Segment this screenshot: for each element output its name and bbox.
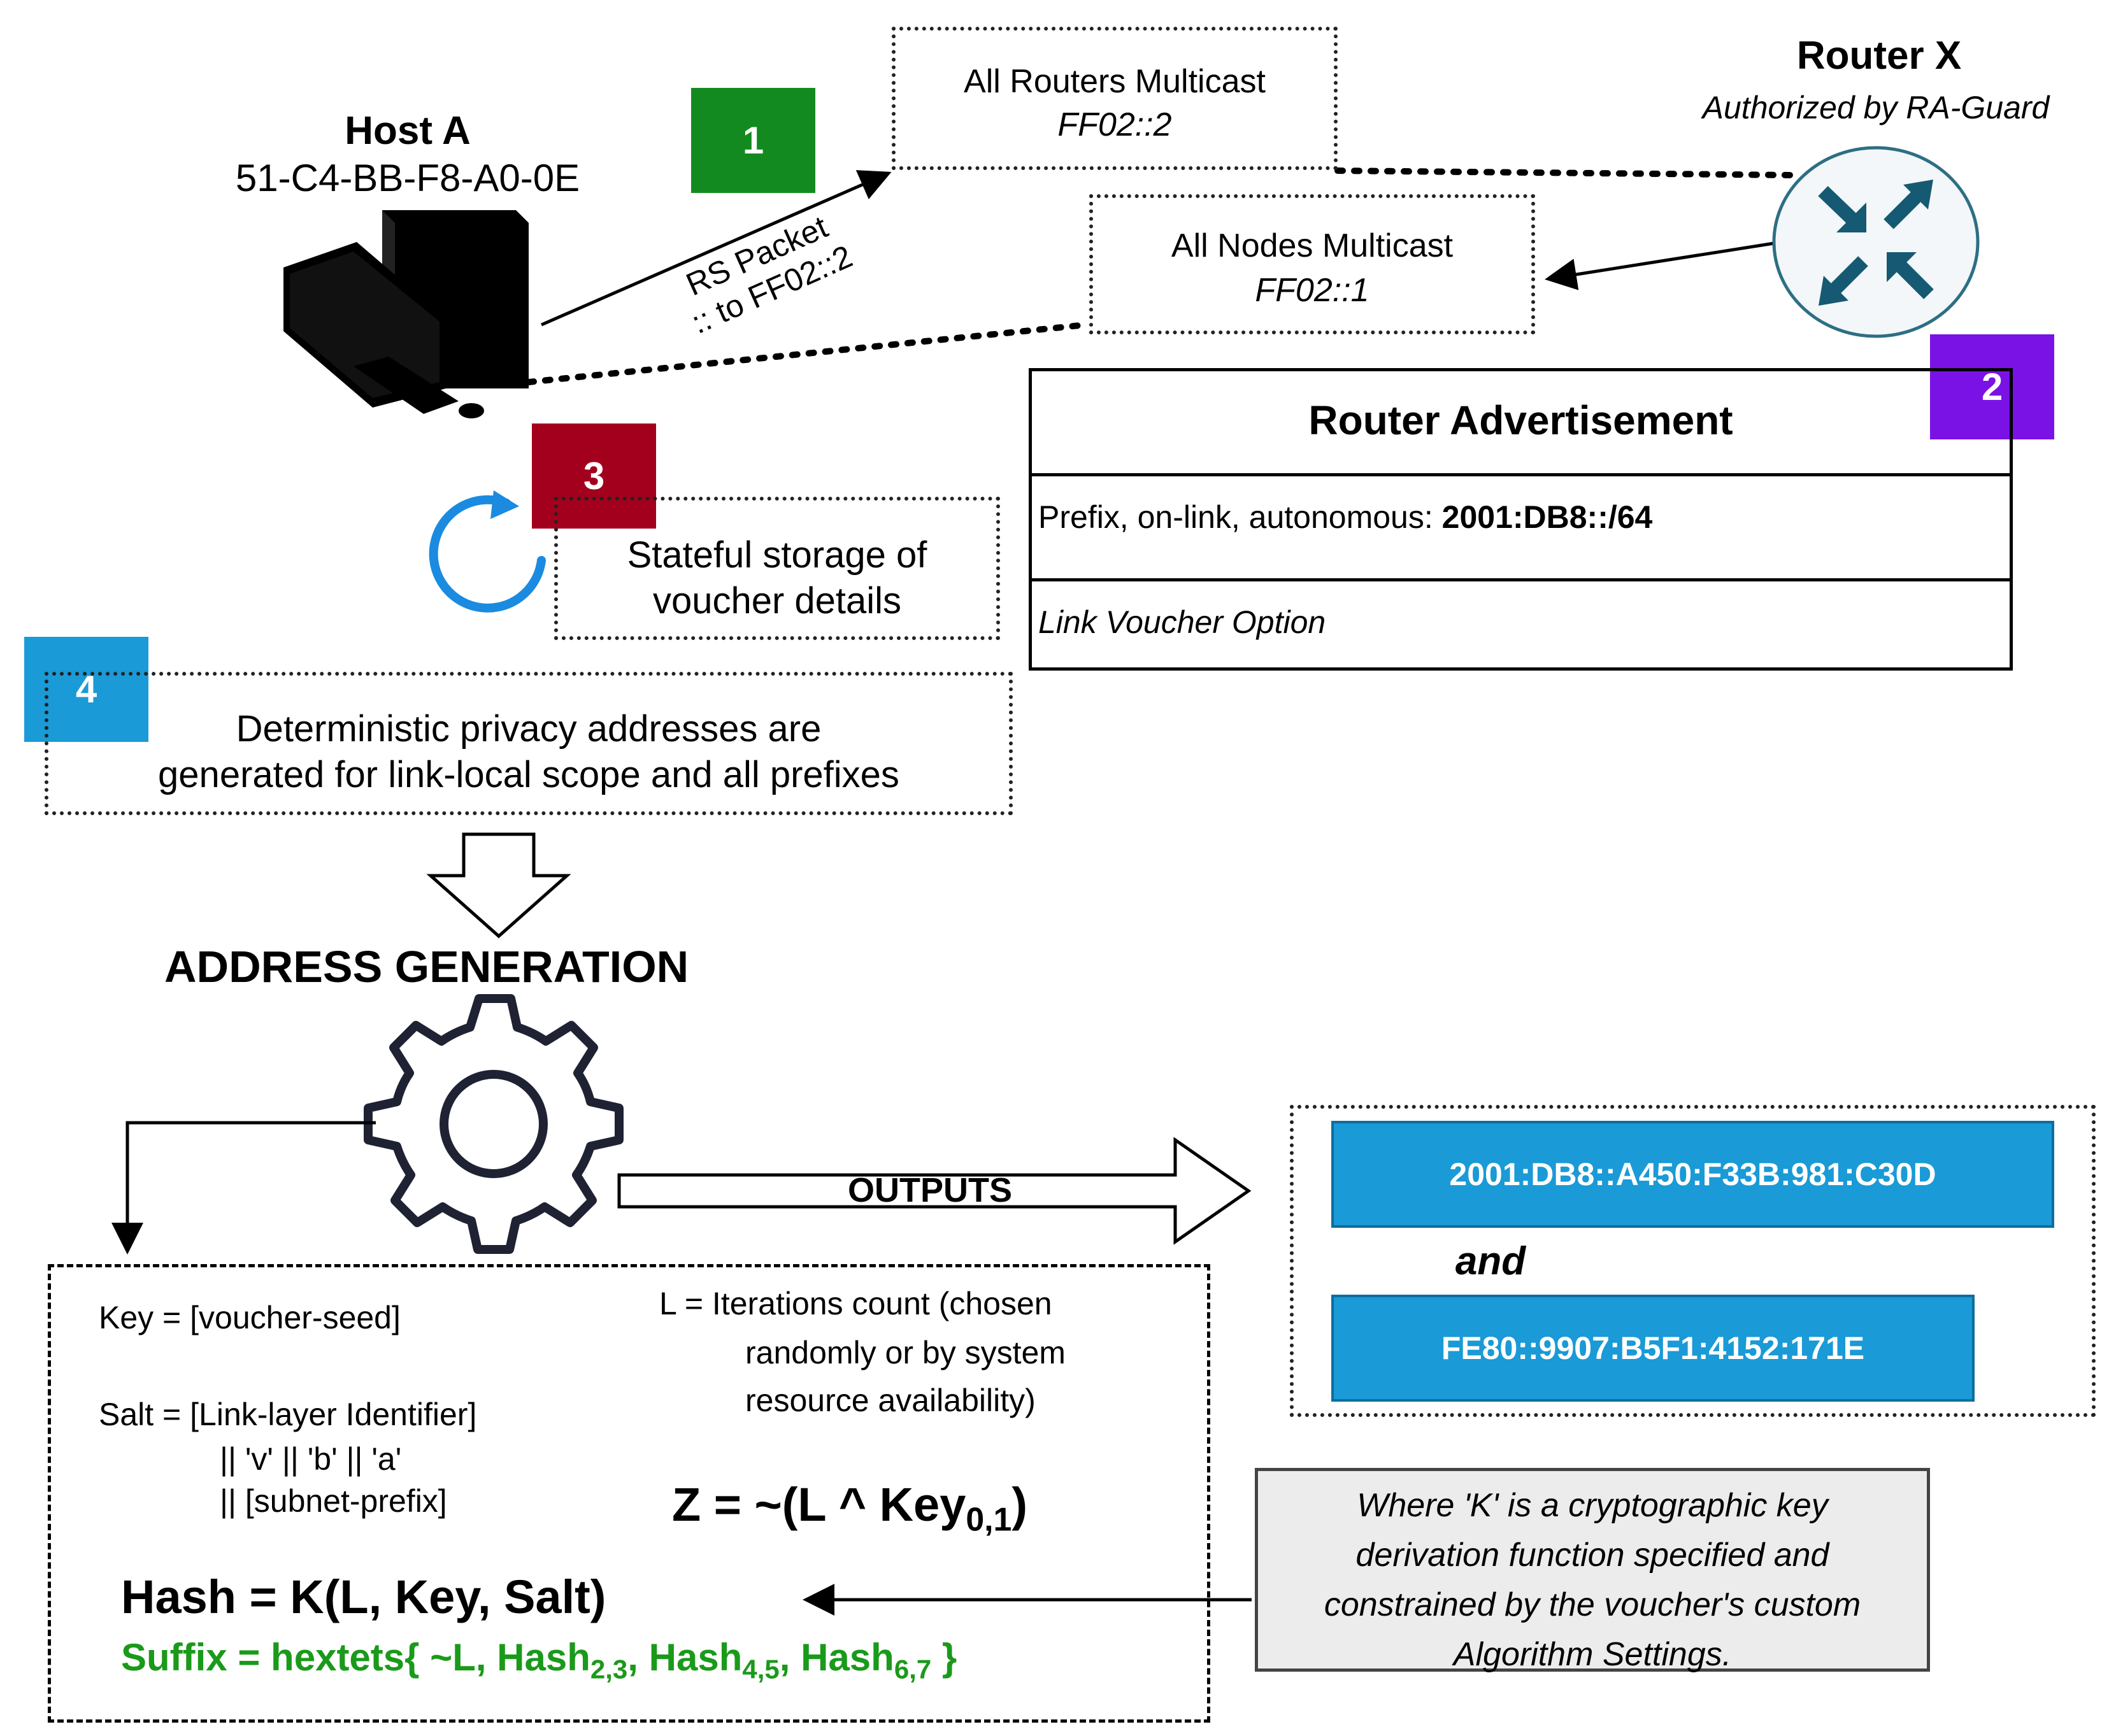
all-nodes-title: All Nodes Multicast [1171, 227, 1454, 264]
formula-l-1: L = Iterations count (chosen [659, 1286, 1052, 1321]
suffix-part-a: Suffix = hextets{ ~L, Hash [121, 1636, 590, 1679]
router-to-nodes-arrow [1545, 241, 1775, 290]
step-2-badge: 2 [1930, 334, 2054, 439]
formula-l-3: resource availability) [745, 1383, 1036, 1418]
router-title: Router X [1796, 34, 1962, 78]
formula-z: Z = ~(L ^ Key0,1) [672, 1477, 1027, 1539]
stateful-storage-box: Stateful storage of voucher details [554, 497, 1000, 640]
routers-to-router-dotted-line [1334, 167, 1796, 178]
outputs-box [1290, 1105, 2096, 1417]
formula-z-sub: 0,1 [966, 1500, 1012, 1538]
output-and: and [1455, 1239, 1526, 1283]
note-line2: derivation function specified and [1355, 1537, 1829, 1574]
rs-packet-arrow [540, 170, 892, 327]
stateful-line1: Stateful storage of [627, 534, 927, 576]
formula-key: Key = [voucher-seed] [99, 1300, 401, 1335]
gear-icon [364, 994, 624, 1254]
refresh-icon [429, 490, 546, 613]
kdf-note-box: Where 'K' is a cryptographic key derivat… [1255, 1468, 1930, 1673]
suffix-sub-3: 6,7 [894, 1654, 932, 1684]
ra-divider-1 [1032, 473, 2010, 476]
step-3-badge: 3 [532, 423, 656, 529]
step-1-badge: 1 [691, 88, 815, 193]
deterministic-line2: generated for link-local scope and all p… [158, 754, 899, 795]
gear-to-formula-arrow [111, 1121, 376, 1255]
suffix-part-b: , Hash [627, 1636, 743, 1679]
suffix-part-d: } [931, 1636, 957, 1679]
formula-l-2: randomly or by system [745, 1335, 1066, 1370]
ra-prefix-value: 2001:DB8::/64 [1441, 499, 1653, 535]
suffix-part-c: , Hash [779, 1636, 894, 1679]
deterministic-box: Deterministic privacy addresses are gene… [45, 672, 1013, 815]
all-nodes-multicast-box: All Nodes Multicast FF02::1 [1089, 194, 1535, 334]
formula-z-main: Z = ~(L ^ Key [672, 1478, 966, 1531]
formula-z-close: ) [1012, 1478, 1028, 1531]
formula-suffix: Suffix = hextets{ ~L, Hash2,3, Hash4,5, … [121, 1635, 957, 1685]
formula-salt-3: || [subnet-prefix] [220, 1483, 447, 1519]
outputs-arrow [617, 1137, 1252, 1245]
host-mac: 51-C4-BB-F8-A0-0E [235, 157, 580, 199]
formula-hash: Hash = K(L, Key, Salt) [121, 1570, 606, 1623]
down-arrow [426, 832, 571, 939]
ra-title: Router Advertisement [1308, 397, 1733, 443]
computer-icon [283, 210, 529, 418]
output-address-link-local: FE80::9907:B5F1:4152:171E [1331, 1295, 1975, 1402]
formula-salt-1: Salt = [Link-layer Identifier] [99, 1397, 477, 1432]
router-icon [1772, 146, 1980, 338]
all-routers-multicast-box: All Routers Multicast FF02::2 [892, 27, 1338, 170]
suffix-sub-2: 4,5 [742, 1654, 780, 1684]
deterministic-text: Deterministic privacy addresses are gene… [48, 706, 1009, 798]
suffix-sub-1: 2,3 [590, 1654, 628, 1684]
router-subtitle: Authorized by RA-Guard [1702, 90, 2050, 125]
outputs-label: OUTPUTS [847, 1171, 1012, 1209]
host-to-nodes-dotted-line [525, 322, 1089, 385]
ra-option: Link Voucher Option [1038, 604, 1326, 640]
kdf-note-text: Where 'K' is a cryptographic key derivat… [1258, 1481, 1927, 1679]
address-generation-heading: ADDRESS GENERATION [164, 942, 689, 992]
formula-box [48, 1264, 1210, 1723]
all-routers-title: All Routers Multicast [964, 63, 1266, 100]
stateful-line2: voucher details [652, 580, 902, 622]
all-nodes-addr: FF02::1 [1255, 272, 1369, 309]
stateful-text: Stateful storage of voucher details [558, 532, 996, 624]
note-line3: constrained by the voucher's custom [1324, 1586, 1861, 1623]
ra-prefix-label: Prefix, on-link, autonomous: [1038, 499, 1442, 535]
output-address-global: 2001:DB8::A450:F33B:981:C30D [1331, 1121, 2054, 1228]
deterministic-line1: Deterministic privacy addresses are [236, 708, 822, 750]
ra-prefix-row: Prefix, on-link, autonomous: 2001:DB8::/… [1038, 499, 1652, 536]
note-line4: Algorithm Settings. [1453, 1636, 1732, 1673]
all-routers-addr: FF02::2 [1057, 106, 1172, 143]
router-advertisement-table: Router Advertisement Prefix, on-link, au… [1029, 368, 2013, 671]
ra-divider-2 [1032, 578, 2010, 581]
host-title: Host A [345, 109, 471, 153]
note-line1: Where 'K' is a cryptographic key [1357, 1487, 1828, 1524]
formula-salt-2: || 'v' || 'b' || 'a' [220, 1441, 402, 1477]
